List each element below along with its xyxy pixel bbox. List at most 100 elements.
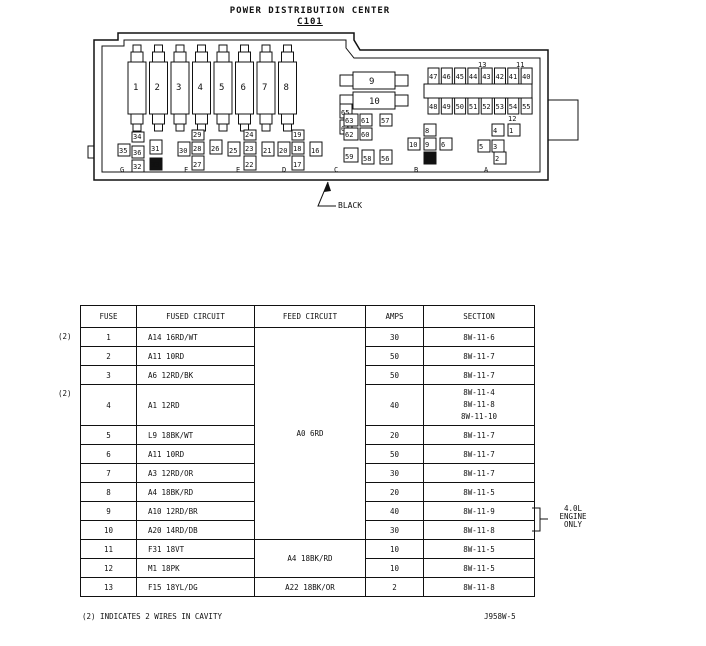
small-fuse-5: 5 — [477, 139, 491, 153]
small-fuse-22: 22 — [243, 155, 257, 171]
cell-fused-circuit: A6 12RD/BK — [136, 365, 255, 385]
svg-text:50: 50 — [456, 103, 464, 111]
header-fused-circuit: FUSED CIRCUIT — [136, 305, 255, 328]
svg-text:35: 35 — [119, 147, 127, 155]
big-fuse-2: 2 — [149, 44, 168, 132]
cell-amps: 2 — [365, 577, 424, 597]
svg-text:44: 44 — [469, 73, 477, 81]
section-letter-A: A — [484, 166, 489, 174]
svg-text:22: 22 — [245, 161, 253, 169]
figure-id: J958W-5 — [484, 612, 516, 621]
small-fuse-34: 34 — [131, 131, 145, 143]
cell-amps: 50 — [365, 346, 424, 366]
cell-section: 8W-11-9 — [423, 501, 535, 521]
cell-section: 8W-11-8 — [423, 520, 535, 540]
svg-text:55: 55 — [522, 103, 530, 111]
section-letter-F: F — [184, 166, 188, 174]
cell-section: 8W-11-7 — [423, 444, 535, 464]
small-fuse-57: 57 — [379, 113, 393, 127]
svg-text:16: 16 — [311, 147, 319, 155]
svg-text:34: 34 — [133, 133, 141, 141]
pdc-outline — [87, 32, 579, 181]
cell-fused-circuit: A11 10RD — [136, 346, 255, 366]
connector-label: C101 — [297, 17, 323, 27]
cell-fuse: 10 — [80, 520, 137, 540]
cell-fused-circuit: A14 16RD/WT — [136, 327, 255, 347]
small-fuse-25: 25 — [227, 141, 241, 157]
header-feed-circuit: FEED CIRCUIT — [254, 305, 366, 328]
svg-text:52: 52 — [482, 103, 490, 111]
svg-text:47: 47 — [429, 73, 437, 81]
svg-text:53: 53 — [496, 103, 504, 111]
header-fuse: FUSE — [80, 305, 137, 328]
small-fuse-3: 3 — [491, 139, 505, 153]
svg-text:62: 62 — [345, 131, 353, 139]
svg-text:4: 4 — [493, 127, 497, 135]
small-fuse-35: 35 — [117, 143, 131, 157]
right-fuse-41: 41 — [507, 67, 520, 85]
small-fuse-60: 60 — [359, 127, 373, 141]
svg-text:24: 24 — [245, 131, 253, 139]
svg-text:60: 60 — [361, 131, 369, 139]
right-fuse-55: 55 — [520, 97, 533, 115]
svg-text:7: 7 — [425, 155, 429, 163]
section-letter-B: B — [414, 166, 418, 174]
cell-fused-circuit: A11 10RD — [136, 444, 255, 464]
svg-text:61: 61 — [361, 117, 369, 125]
svg-text:30: 30 — [179, 147, 187, 155]
cell-amps: 30 — [365, 463, 424, 483]
fuse-table: FUSE FUSED CIRCUIT FEED CIRCUIT AMPS SEC… — [80, 305, 535, 597]
cell-fuse: 5 — [80, 425, 137, 445]
svg-text:28: 28 — [193, 145, 201, 153]
cell-section: 8W-11-5 — [423, 482, 535, 502]
svg-text:45: 45 — [456, 73, 464, 81]
right-number-12: 12 — [508, 115, 516, 123]
small-fuse-29: 29 — [191, 129, 205, 141]
table-header-row: FUSE FUSED CIRCUIT FEED CIRCUIT AMPS SEC… — [80, 305, 535, 328]
svg-text:7: 7 — [262, 83, 267, 93]
cell-amps: 50 — [365, 365, 424, 385]
small-fuse-9: 9 — [423, 137, 437, 151]
small-fuse-59: 59 — [343, 147, 359, 163]
section-letter-E: E — [236, 166, 240, 174]
small-fuse-56: 56 — [379, 149, 393, 165]
cell-amps: 40 — [365, 501, 424, 521]
cell-fuse: 6 — [80, 444, 137, 464]
svg-text:10: 10 — [369, 97, 380, 107]
svg-text:33: 33 — [151, 161, 159, 169]
cell-fuse: 9 — [80, 501, 137, 521]
cell-section: 8W-11-8 — [423, 577, 535, 597]
cell-section: 8W-11-5 — [423, 558, 535, 578]
right-fuse-45: 45 — [454, 67, 467, 85]
svg-text:32: 32 — [133, 163, 141, 171]
cell-amps: 20 — [365, 425, 424, 445]
right-number-11: 11 — [516, 61, 524, 69]
svg-text:26: 26 — [211, 145, 219, 153]
svg-text:49: 49 — [442, 103, 450, 111]
right-fuse-50: 50 — [454, 97, 467, 115]
svg-text:3: 3 — [176, 83, 181, 93]
small-fuse-2: 2 — [493, 151, 507, 165]
svg-text:63: 63 — [345, 117, 353, 125]
small-fuse-36: 36 — [131, 145, 145, 159]
cell-fused-circuit: M1 18PK — [136, 558, 255, 578]
two-wire-mark: (2) — [58, 331, 72, 341]
header-section: SECTION — [423, 305, 535, 328]
svg-text:42: 42 — [496, 73, 504, 81]
svg-text:6: 6 — [241, 83, 246, 93]
cell-fuse: 13 — [80, 577, 137, 597]
header-amps: AMPS — [365, 305, 424, 328]
svg-text:19: 19 — [293, 131, 301, 139]
small-fuse-23: 23 — [243, 141, 257, 155]
svg-text:41: 41 — [509, 73, 517, 81]
svg-text:43: 43 — [482, 73, 490, 81]
cell-amps: 50 — [365, 444, 424, 464]
